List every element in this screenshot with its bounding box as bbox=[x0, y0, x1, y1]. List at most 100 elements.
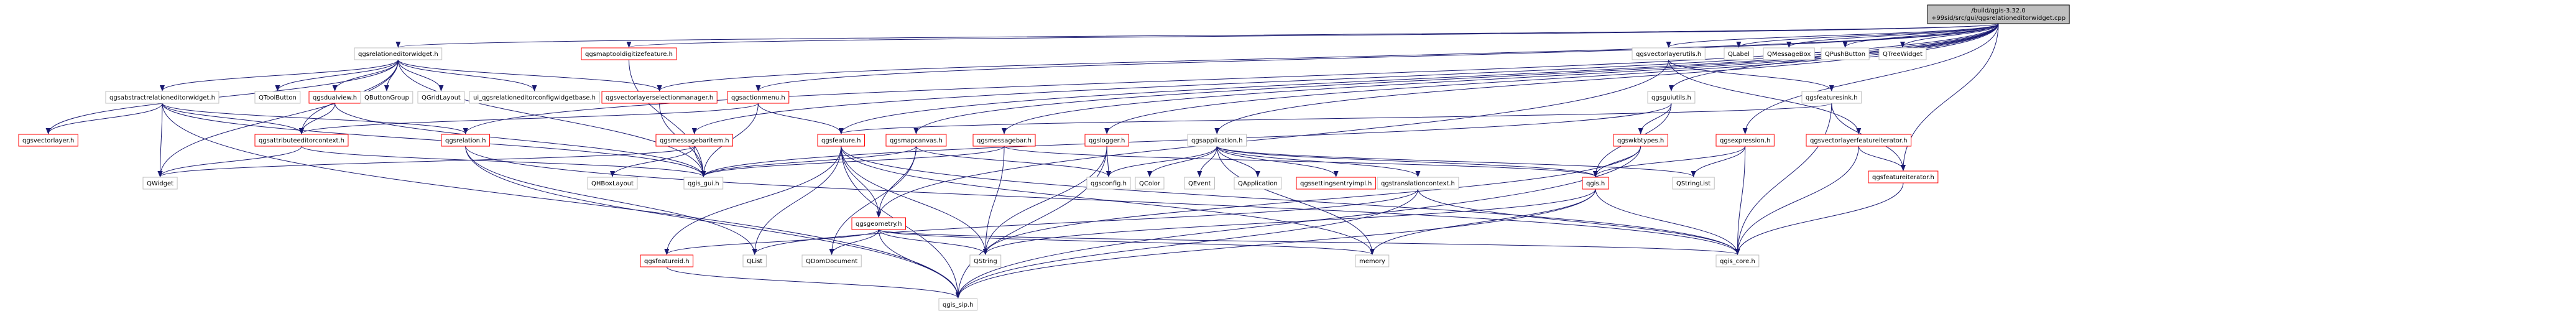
node-box bbox=[1647, 91, 1696, 104]
node-qgsvectorlayerselectionmanager-h[interactable]: qgsvectorlayerselectionmanager.h bbox=[601, 91, 718, 104]
node-box bbox=[742, 254, 767, 267]
node-QDomDocument[interactable]: QDomDocument bbox=[801, 254, 862, 267]
edge-qgsrelationeditorwidget-h-to-qgsvectorlayerselectionmanager-h bbox=[397, 59, 662, 91]
node-QString[interactable]: QString bbox=[969, 254, 1002, 267]
node-qgsmessagebaritem-h[interactable]: qgsmessagebaritem.h bbox=[655, 134, 734, 147]
edge-root-to-QPushButton bbox=[1842, 23, 1999, 48]
node-qgsfeatureid-h[interactable]: qgsfeatureid.h bbox=[640, 254, 694, 267]
node-qgsfeaturesink-h[interactable]: qgsfeaturesink.h bbox=[1801, 91, 1862, 104]
node-label: qgsmapcanvas.h bbox=[890, 137, 943, 144]
node-qgsexpression-h[interactable]: qgsexpression.h bbox=[1715, 134, 1775, 147]
edge-qgsabstractrelationeditorwidget-h-to-qgis-gui-h bbox=[162, 103, 706, 177]
node-QStringList[interactable]: QStringList bbox=[1672, 177, 1715, 190]
node-qgsactionmenu-h[interactable]: qgsactionmenu.h bbox=[727, 91, 790, 104]
node-box bbox=[1763, 47, 1815, 60]
node-QHBoxLayout[interactable]: QHBoxLayout bbox=[587, 177, 638, 190]
node-box bbox=[1724, 47, 1754, 60]
node-box bbox=[1801, 91, 1862, 104]
node-QMessageBox[interactable]: QMessageBox bbox=[1763, 47, 1815, 60]
node-QGridLayout[interactable]: QGridLayout bbox=[417, 91, 465, 104]
node-box bbox=[1234, 177, 1282, 190]
node-qgswkbtypes-h[interactable]: qgswkbtypes.h bbox=[1613, 134, 1668, 147]
node-QTreeWidget[interactable]: QTreeWidget bbox=[1878, 47, 1927, 60]
node-box bbox=[1582, 177, 1609, 190]
node-box bbox=[727, 91, 790, 104]
node-qgsrelationeditorwidget-h[interactable]: qgsrelationeditorwidget.h bbox=[354, 47, 443, 60]
node-QEvent[interactable]: QEvent bbox=[1184, 177, 1216, 190]
node-QList[interactable]: QList bbox=[742, 254, 767, 267]
node-label: QApplication bbox=[1238, 180, 1278, 187]
node-label: qgswkbtypes.h bbox=[1617, 137, 1664, 144]
edge-root-to-qgsrelationeditorwidget-h bbox=[396, 23, 1999, 48]
node-box bbox=[1868, 170, 1939, 183]
node-label: QTreeWidget bbox=[1883, 51, 1923, 58]
node-qgsconfig-h[interactable]: qgsconfig.h bbox=[1086, 177, 1131, 190]
node-qgspolymorphicrelation-h[interactable]: qgsfeatureiterator.h bbox=[1868, 170, 1939, 183]
node-QToolButton[interactable]: QToolButton bbox=[254, 91, 301, 104]
node-label: qgsfeaturesink.h bbox=[1806, 95, 1858, 101]
node-QColor[interactable]: QColor bbox=[1135, 177, 1165, 190]
node-label: QLabel bbox=[1728, 51, 1750, 58]
node-label: QEvent bbox=[1188, 180, 1211, 187]
edge-qgsmapcanvas-h-to-qgsgeometry-h bbox=[876, 146, 916, 218]
node-label: qgsmaptooldigitizefeature.h bbox=[585, 51, 673, 58]
edge-root-to-QTreeWidget bbox=[1900, 23, 1999, 48]
node-box bbox=[1377, 177, 1459, 190]
edge-qgsgeometry-h-to-QDomDocument bbox=[829, 229, 879, 255]
node-box bbox=[1806, 134, 1912, 147]
edge-qgsapplication-h-to-QApplication bbox=[1216, 146, 1260, 177]
node-qgsvectorlayerfeatureiterator-h[interactable]: qgsvectorlayerfeatureiterator.h bbox=[1806, 134, 1912, 147]
node-QButtonGroup[interactable]: QButtonGroup bbox=[360, 91, 413, 104]
node-qgis-sip-h[interactable]: qgis_sip.h bbox=[938, 298, 978, 311]
node-qgsapplication-h[interactable]: qgsapplication.h bbox=[1187, 134, 1247, 147]
node-qgis-core-h[interactable]: qgis_core.h bbox=[1715, 254, 1760, 267]
node-qgssettingsentryimpl-h[interactable]: qgssettingsentryimpl.h bbox=[1296, 177, 1376, 190]
node-ui-qgsrelationeditorconfigwidgetbase-h[interactable]: ui_qgsrelationeditorconfigwidgetbase.h bbox=[469, 91, 600, 104]
node-label: memory bbox=[1359, 258, 1385, 265]
node-qgsmessagebar-h[interactable]: qgsmessagebar.h bbox=[972, 134, 1036, 147]
edge-root-to-qgsmessagebar-h bbox=[1002, 23, 1999, 134]
edge-qgis-h-to-qgis-sip-h bbox=[955, 188, 1596, 299]
node-label: qgsconfig.h bbox=[1091, 180, 1127, 187]
node-qgsabstractrelationeditorwidget-h[interactable]: qgsabstractrelationeditorwidget.h bbox=[105, 91, 219, 104]
node-label: qgis_sip.h bbox=[943, 302, 974, 309]
node-qgsvectorlayer-h[interactable]: qgsvectorlayer.h bbox=[18, 134, 78, 147]
node-qgsguiutils-h[interactable]: qgsguiutils.h bbox=[1647, 91, 1696, 104]
node-label: qgsabstractrelationeditorwidget.h bbox=[109, 95, 215, 101]
node-QWidget[interactable]: QWidget bbox=[142, 177, 178, 190]
node-qgsmaptooldigitizefeature-h[interactable]: qgsmaptooldigitizefeature.h bbox=[581, 47, 677, 60]
edge-qgsmessagebaritem-h-to-QHBoxLayout bbox=[610, 146, 695, 177]
node-qgsfeature-h[interactable]: qgsfeature.h bbox=[817, 134, 866, 147]
edge-qgsvectorlayerutils-h-to-qgsgeometry-h bbox=[876, 59, 1669, 218]
edge-qgslogger-h-to-QString bbox=[982, 146, 1107, 255]
node-box bbox=[1878, 47, 1927, 60]
node-box bbox=[801, 254, 862, 267]
node-qgis-h[interactable]: qgis.h bbox=[1582, 177, 1609, 190]
edge-qgsrelationeditorwidget-h-to-QWidget bbox=[157, 59, 399, 177]
node-qgsrelation-h[interactable]: qgsrelation.h bbox=[441, 134, 491, 147]
node-qgsmapcanvas-h[interactable]: qgsmapcanvas.h bbox=[885, 134, 947, 147]
edge-qgsapplication-h-to-QColor bbox=[1147, 146, 1217, 177]
node-QPushButton[interactable]: QPushButton bbox=[1821, 47, 1870, 60]
node-qgsattributeeditorcontext-h[interactable]: qgsattributeeditorcontext.h bbox=[254, 134, 349, 147]
edge-qgsattributeeditorcontext-h-to-QWidget bbox=[157, 146, 302, 177]
node-QApplication[interactable]: QApplication bbox=[1234, 177, 1282, 190]
node-qgis-gui-h[interactable]: qgis_gui.h bbox=[683, 177, 724, 190]
node-label: qgis.h bbox=[1586, 180, 1605, 187]
node-memory[interactable]: memory bbox=[1355, 254, 1390, 267]
edge-qgsrelationeditorwidget-h-to-qgsdualview-h bbox=[332, 59, 399, 91]
edge-qgsrelationeditorwidget-h-to-QToolButton bbox=[275, 59, 399, 91]
node-qgsvectorlayerutils-h[interactable]: qgsvectorlayerutils.h bbox=[1632, 47, 1706, 60]
node-qgstranslationcontext-h[interactable]: qgstranslationcontext.h bbox=[1377, 177, 1459, 190]
edge-qgsfeature-h-to-qgsgeometry-h bbox=[841, 146, 882, 218]
edge-root-to-qgsvectorlayerutils-h bbox=[1666, 23, 1999, 48]
node-box bbox=[587, 177, 638, 190]
edge-qgsmessagebar-h-to-QString bbox=[982, 146, 1005, 255]
edge-root-to-qgsapplication-h bbox=[1214, 23, 1999, 134]
node-qgsdualview-h[interactable]: qgsdualview.h bbox=[308, 91, 361, 104]
node-label: QHBoxLayout bbox=[591, 180, 634, 187]
edge-qgslogger-h-to-qgsconfig-h bbox=[1106, 146, 1112, 177]
node-qgsgeometry-h[interactable]: qgsgeometry.h bbox=[851, 217, 906, 230]
node-qgslogger-h[interactable]: qgslogger.h bbox=[1084, 134, 1129, 147]
node-QLabel[interactable]: QLabel bbox=[1724, 47, 1754, 60]
